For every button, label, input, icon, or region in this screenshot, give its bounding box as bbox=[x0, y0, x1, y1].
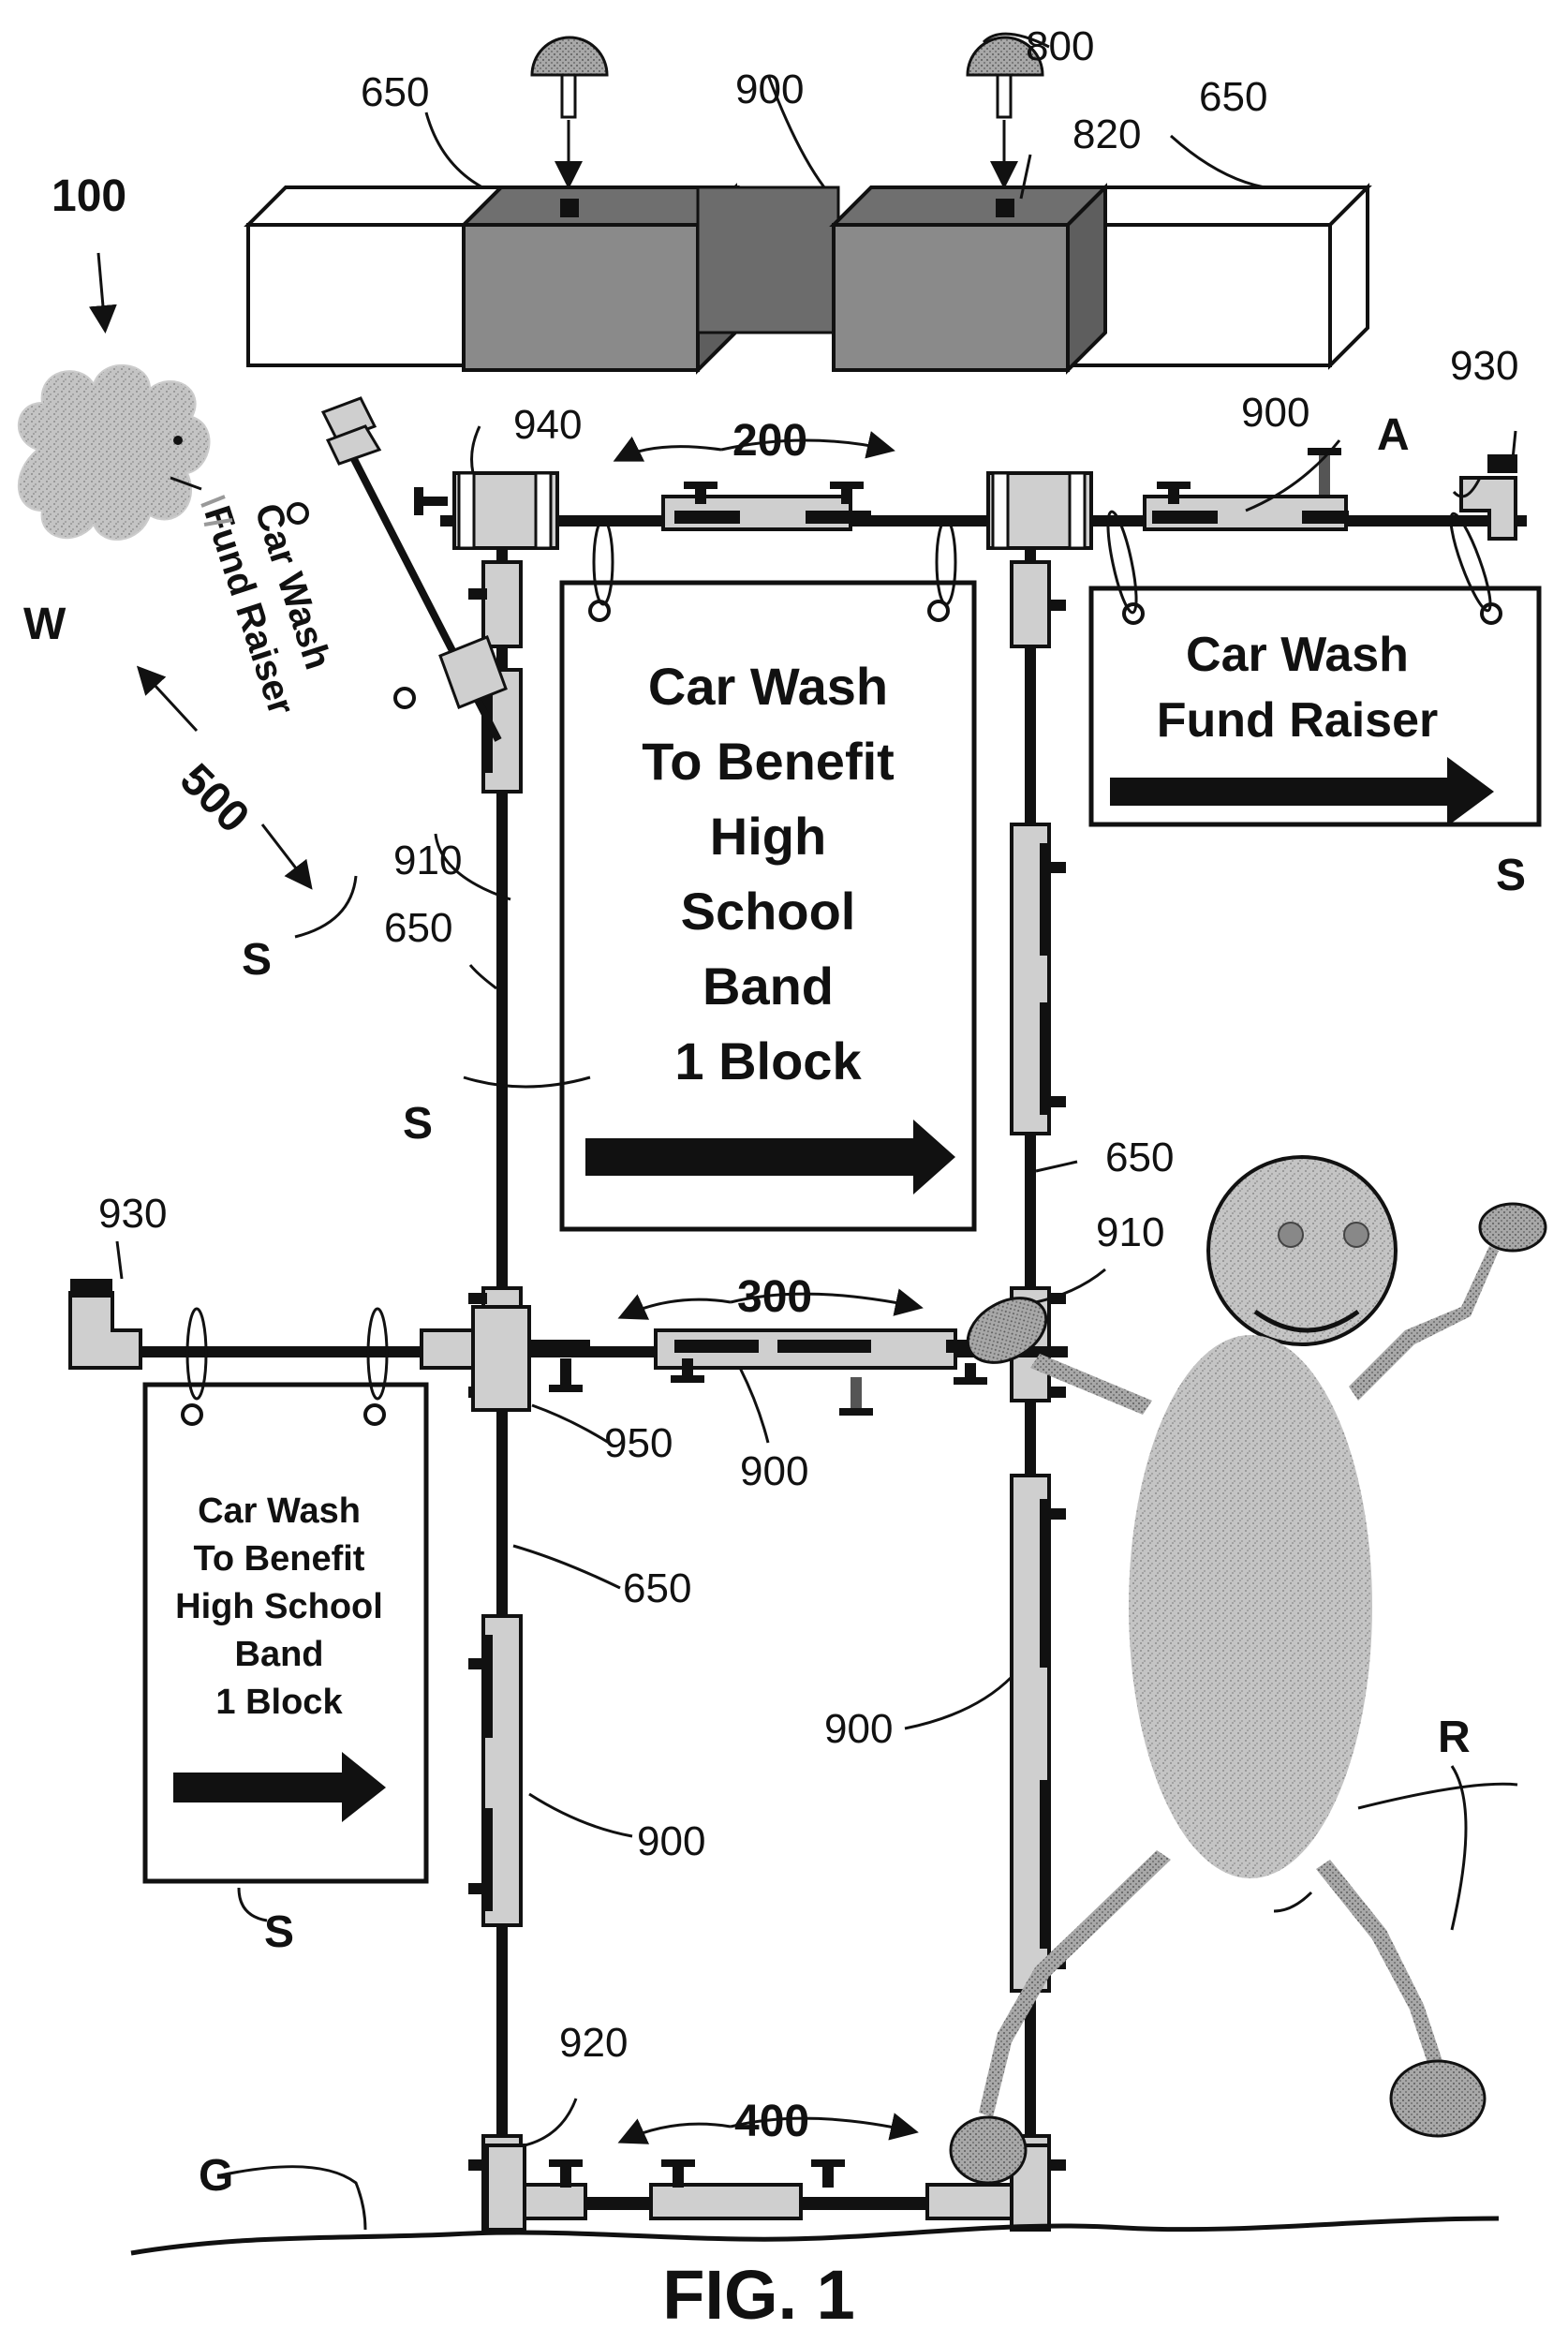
main-sign-line-6: 1 Block bbox=[674, 1031, 862, 1090]
storage-box bbox=[248, 187, 1368, 370]
cap-left bbox=[532, 37, 607, 184]
svg-text:Car Wash: Car Wash bbox=[198, 1491, 361, 1531]
label-650-top-left: 650 bbox=[361, 69, 429, 115]
main-sign-line-1: Car Wash bbox=[648, 657, 888, 716]
label-940: 940 bbox=[513, 402, 582, 448]
label-S-lower-left: S bbox=[264, 1907, 294, 1957]
svg-text:1 Block: 1 Block bbox=[215, 1683, 343, 1722]
label-300: 300 bbox=[737, 1272, 812, 1322]
top-right-sign-line-2: Fund Raiser bbox=[1157, 693, 1439, 748]
lower-left-sign-line-3: High School bbox=[175, 1587, 383, 1626]
main-sign-line-3: High bbox=[710, 807, 826, 866]
angled-sign: Car Wash Fund Raiser bbox=[196, 398, 506, 740]
label-900-top-right: 900 bbox=[1241, 390, 1309, 436]
ground-line bbox=[131, 2218, 1499, 2253]
main-sign: Car Wash To Benefit High School Band 1 B… bbox=[562, 520, 974, 1229]
svg-text:Fund Raiser: Fund Raiser bbox=[1157, 693, 1439, 748]
label-950: 950 bbox=[604, 1420, 673, 1466]
main-sign-line-4: School bbox=[681, 882, 856, 941]
label-S-angled: S bbox=[242, 935, 272, 985]
label-910-right: 910 bbox=[1096, 1209, 1164, 1255]
svg-text:Band: Band bbox=[235, 1635, 324, 1674]
label-A: A bbox=[1377, 410, 1410, 460]
label-650-top-right: 650 bbox=[1199, 74, 1267, 120]
svg-text:School: School bbox=[681, 882, 856, 941]
svg-text:High: High bbox=[710, 807, 826, 866]
figure-caption: FIG. 1 bbox=[662, 2256, 855, 2329]
label-900-middle: 900 bbox=[740, 1448, 808, 1494]
label-650-mid-left: 650 bbox=[623, 1565, 691, 1611]
lower-left-sign-line-2: To Benefit bbox=[194, 1539, 365, 1579]
label-930-top: 930 bbox=[1450, 343, 1518, 389]
label-650-right: 650 bbox=[1105, 1135, 1174, 1180]
cap-socket-right bbox=[996, 199, 1014, 217]
lower-left-sign-line-4: Band bbox=[235, 1635, 324, 1674]
svg-text:High School: High School bbox=[175, 1587, 383, 1626]
label-400: 400 bbox=[734, 2097, 809, 2146]
svg-text:Car Wash: Car Wash bbox=[648, 657, 888, 716]
top-right-sign: Car Wash Fund Raiser bbox=[1091, 510, 1539, 826]
label-820: 820 bbox=[1072, 111, 1141, 157]
label-900-top: 900 bbox=[735, 67, 804, 112]
svg-text:To Benefit: To Benefit bbox=[642, 732, 895, 791]
svg-text:1 Block: 1 Block bbox=[674, 1031, 862, 1090]
label-S-top-right: S bbox=[1496, 851, 1526, 900]
svg-text:Car Wash: Car Wash bbox=[1186, 628, 1409, 682]
label-900-right: 900 bbox=[824, 1706, 893, 1752]
label-910-left: 910 bbox=[393, 838, 462, 883]
cap-socket-left bbox=[560, 199, 579, 217]
lower-left-sign-line-5: 1 Block bbox=[215, 1683, 343, 1722]
label-200: 200 bbox=[732, 416, 807, 466]
lower-left-sign-line-1: Car Wash bbox=[198, 1491, 361, 1531]
top-right-sign-line-1: Car Wash bbox=[1186, 628, 1409, 682]
label-100: 100 bbox=[52, 171, 126, 221]
svg-text:To Benefit: To Benefit bbox=[194, 1539, 365, 1579]
label-930-left: 930 bbox=[98, 1191, 167, 1237]
label-800: 800 bbox=[1026, 23, 1094, 69]
label-W: W bbox=[23, 600, 67, 649]
label-500: 500 bbox=[170, 754, 259, 842]
label-920: 920 bbox=[559, 2020, 628, 2066]
lower-left-sign: Car Wash To Benefit High School Band 1 B… bbox=[145, 1309, 426, 1881]
label-S-main: S bbox=[403, 1099, 433, 1149]
main-sign-line-2: To Benefit bbox=[642, 732, 895, 791]
main-sign-line-5: Band bbox=[703, 957, 834, 1016]
top-crossbar bbox=[414, 448, 1527, 548]
label-R: R bbox=[1438, 1713, 1471, 1762]
label-650-left: 650 bbox=[384, 905, 452, 951]
svg-text:Band: Band bbox=[703, 957, 834, 1016]
label-900-left: 900 bbox=[637, 1818, 705, 1864]
label-G: G bbox=[199, 2151, 233, 2201]
